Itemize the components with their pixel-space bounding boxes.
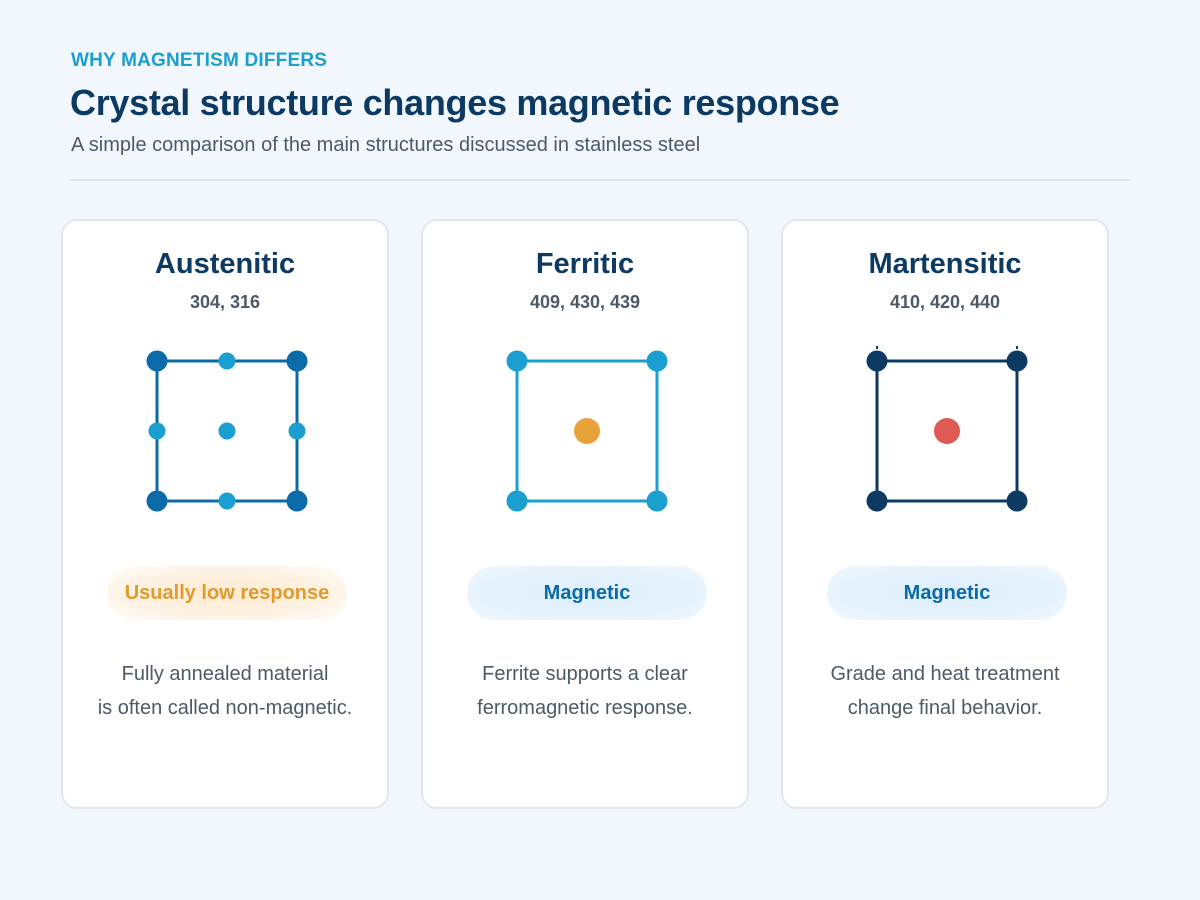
corner-atom <box>1006 350 1028 372</box>
description-line: ferromagnetic response. <box>477 697 693 719</box>
description-line: Ferrite supports a clear <box>482 663 688 685</box>
description-line: is often called non-magnetic. <box>97 697 353 719</box>
ferritic-lattice-diagram <box>506 350 668 512</box>
edge-atom <box>218 492 236 510</box>
card-martensitic: Martensitic 410, 420, 440 Magnetic Grade… <box>781 219 1109 809</box>
corner-atom <box>1006 490 1028 512</box>
corner-atom <box>506 350 528 372</box>
center-atom <box>574 418 600 444</box>
corner-atom <box>646 350 668 372</box>
lattice-cell-outline <box>875 359 1019 503</box>
description-line: Grade and heat treatment <box>830 663 1060 685</box>
corner-atom <box>646 490 668 512</box>
card-grades: 410, 420, 440 <box>889 292 1001 312</box>
edge-atom <box>148 422 166 440</box>
edge-atom <box>288 422 306 440</box>
page-subtitle: A simple comparison of the main structur… <box>71 134 701 156</box>
card-title: Austenitic <box>154 248 296 280</box>
center-atom <box>934 418 960 444</box>
card-title: Martensitic <box>868 248 1022 280</box>
status-badge: Magnetic <box>827 566 1067 620</box>
card-description: Ferrite supports a clear ferromagnetic r… <box>433 657 737 725</box>
card-grades: 304, 316 <box>189 292 261 312</box>
edge-atom <box>218 352 236 370</box>
center-atom <box>218 422 236 440</box>
status-badge: Usually low response <box>107 566 347 620</box>
austenitic-lattice-diagram <box>146 350 308 512</box>
corner-atom <box>286 490 308 512</box>
page-title: Crystal structure changes magnetic respo… <box>70 82 840 123</box>
corner-atom <box>866 350 888 372</box>
dimension-bracket <box>876 346 1018 349</box>
martensitic-lattice-diagram <box>866 346 1028 512</box>
card-austenitic: Austenitic 304, 316 Usually low response… <box>61 219 389 809</box>
description-line: Fully annealed material <box>121 663 329 685</box>
lattice-cell-outline <box>515 359 659 503</box>
card-grades: 409, 430, 439 <box>529 292 641 312</box>
corner-atom <box>866 490 888 512</box>
card-description: Grade and heat treatment change final be… <box>793 657 1097 725</box>
corner-atom <box>286 350 308 372</box>
status-badge: Magnetic <box>467 566 707 620</box>
corner-atom <box>506 490 528 512</box>
eyebrow-label: WHY MAGNETISM DIFFERS <box>71 50 328 71</box>
description-line: change final behavior. <box>847 697 1043 719</box>
card-title: Ferritic <box>535 248 635 280</box>
card-description: Fully annealed material is often called … <box>73 657 377 725</box>
corner-atom <box>146 490 168 512</box>
card-ferritic: Ferritic 409, 430, 439 Magnetic Ferrite … <box>421 219 749 809</box>
header-divider <box>70 179 1130 181</box>
corner-atom <box>146 350 168 372</box>
